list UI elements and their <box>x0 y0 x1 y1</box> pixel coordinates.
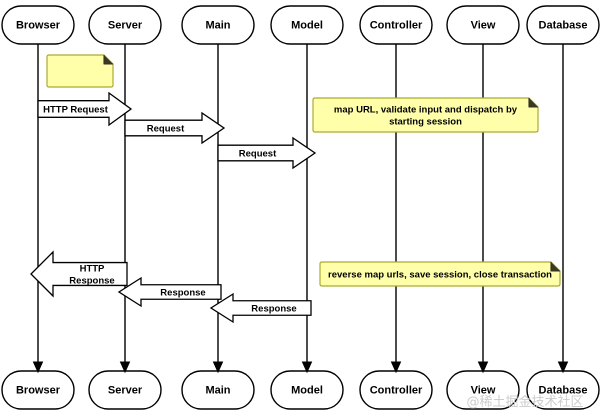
lifeline-head-label: View <box>471 19 496 31</box>
message-label: Request <box>239 149 277 160</box>
lifeline-head-box <box>446 5 520 45</box>
lifeline-head-server[interactable]: Server <box>88 5 162 45</box>
message-label: HTTP Request <box>43 105 109 116</box>
lifeline-head-model[interactable]: Model <box>270 5 344 45</box>
note-empty <box>46 54 114 88</box>
lifeline-head-view[interactable]: View <box>446 5 520 45</box>
lifeline-head-label: Browser <box>16 19 61 31</box>
message-request-2[interactable]: Request <box>217 136 317 170</box>
lifelines-layer <box>37 44 564 368</box>
note-fold-corner-icon <box>528 98 538 108</box>
note-fold-corner-icon <box>103 55 113 65</box>
message-response-1[interactable]: Response <box>117 276 222 308</box>
watermark: @稀土掘金技术社区 <box>466 394 583 410</box>
note-body <box>319 261 561 287</box>
message-label: HTTP <box>80 264 105 275</box>
note-reverse: reverse map urls, save session, close tr… <box>319 261 561 287</box>
message-arrow-shape <box>209 292 312 324</box>
message-label: Response <box>69 276 114 287</box>
note-text-line: reverse map urls, save session, close tr… <box>328 270 552 281</box>
message-response-2[interactable]: Response <box>209 292 312 324</box>
lifeline-head-label: Server <box>108 19 143 31</box>
lifeline-foot-label: Main <box>205 384 230 396</box>
notes-layer: map URL, validate input and dispatch bys… <box>46 54 561 287</box>
lifeline-heads-layer: Browser Server Main Model Controller View Data… <box>1 5 600 45</box>
message-arrow-shape <box>117 276 222 308</box>
message-arrow-shape <box>124 111 226 145</box>
lifeline-foot-view[interactable]: View <box>446 361 520 410</box>
lifeline-foot-label: View <box>471 384 496 396</box>
messages-layer: HTTP RequestRequestRequestHTTPResponseRe… <box>30 91 317 324</box>
lifeline-end-arrowhead <box>119 361 131 374</box>
note-text-line: map URL, validate input and dispatch by <box>334 105 518 116</box>
lifeline-head-browser[interactable]: Browser <box>1 5 75 45</box>
lifeline-foot-browser[interactable]: Browser <box>1 361 75 410</box>
lifeline-head-box <box>88 5 162 45</box>
message-http-request[interactable]: HTTP Request <box>37 91 133 127</box>
note-dispatch: map URL, validate input and dispatch bys… <box>312 97 539 133</box>
lifeline-foot-database[interactable]: Database <box>526 361 600 410</box>
lifeline-end-arrowhead <box>557 361 569 374</box>
lifeline-head-label: Main <box>205 19 230 31</box>
lifeline-end-arrowhead <box>477 361 489 374</box>
message-label: Response <box>160 288 205 299</box>
lifeline-foot-label: Controller <box>370 384 423 396</box>
lifeline-head-box <box>270 5 344 45</box>
lifeline-head-label: Model <box>291 19 323 31</box>
lifeline-head-box <box>526 5 600 45</box>
message-arrow-shape <box>30 250 128 298</box>
lifeline-feet-layer: Browser Server Main Model Controller View Data… <box>1 361 600 410</box>
lifeline-foot-model[interactable]: Model <box>270 361 344 410</box>
lifeline-foot-label: Database <box>539 384 588 396</box>
lifeline-foot-server[interactable]: Server <box>88 361 162 410</box>
message-arrow-shape <box>37 91 133 127</box>
lifeline-end-arrowhead <box>32 361 44 374</box>
lifeline-head-box <box>181 5 255 45</box>
lifeline-foot-label: Model <box>291 384 323 396</box>
note-fold-corner-icon <box>550 262 560 272</box>
lifeline-head-label: Controller <box>370 19 423 31</box>
message-label: Response <box>251 304 296 315</box>
note-text-line: starting session <box>389 117 462 128</box>
lifeline-foot-controller[interactable]: Controller <box>359 361 433 410</box>
lifeline-foot-label: Server <box>108 384 143 396</box>
lifeline-head-main[interactable]: Main <box>181 5 255 45</box>
lifeline-head-database[interactable]: Database <box>526 5 600 45</box>
lifeline-foot-main[interactable]: Main <box>181 361 255 410</box>
message-arrow-shape <box>217 136 317 170</box>
lifeline-head-label: Database <box>539 19 588 31</box>
message-request-1[interactable]: Request <box>124 111 226 145</box>
message-label: Request <box>147 124 185 135</box>
lifeline-end-arrowhead <box>301 361 313 374</box>
lifeline-head-box <box>359 5 433 45</box>
lifeline-end-arrowhead <box>212 361 224 374</box>
lifeline-head-box <box>1 5 75 45</box>
note-body <box>46 54 114 88</box>
lifeline-foot-label: Browser <box>16 384 61 396</box>
lifeline-end-arrowhead <box>390 361 402 374</box>
note-body <box>312 97 539 133</box>
lifeline-head-controller[interactable]: Controller <box>359 5 433 45</box>
